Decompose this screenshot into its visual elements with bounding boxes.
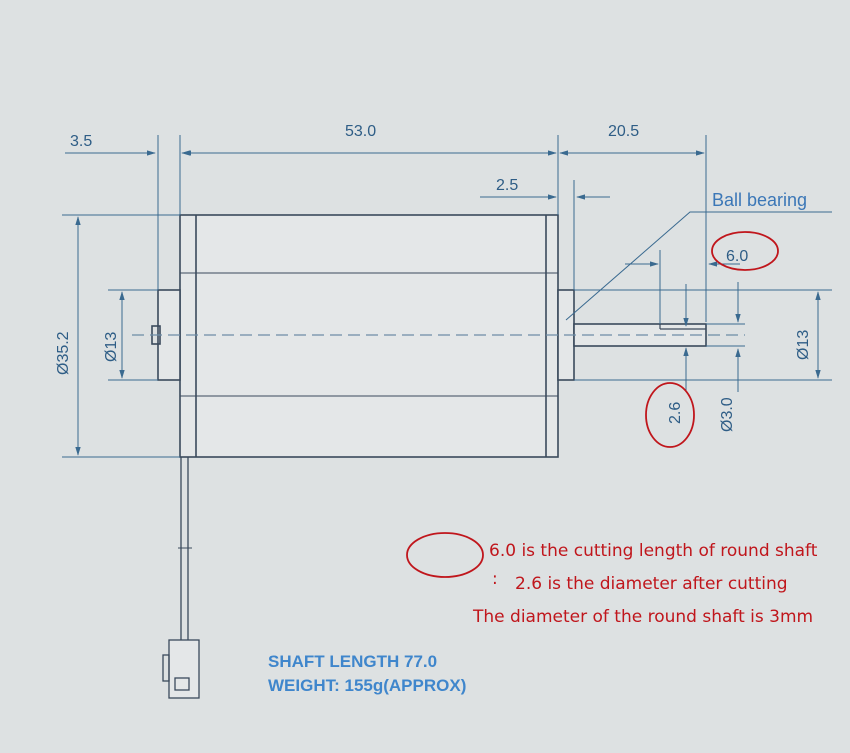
connector: [168, 639, 200, 699]
dim-cut-diameter: 2.6: [667, 402, 684, 424]
dim-front-length: 3.5: [70, 133, 92, 150]
note-line-2: 2.6 is the diameter after cutting: [515, 574, 788, 594]
extension-lines: [62, 135, 832, 458]
spec-weight: WEIGHT: 155g(APPROX): [268, 676, 466, 695]
dim-front-boss-diameter: Ø13: [103, 332, 120, 362]
dim-cut-length: 6.0: [726, 248, 748, 265]
motor-body: [179, 214, 559, 458]
dim-body-diameter: Ø35.2: [55, 331, 72, 375]
note-line-3: The diameter of the round shaft is 3mm: [472, 607, 813, 627]
note-line-1: 6.0 is the cutting length of round shaft: [489, 541, 818, 561]
lead-wires: [162, 457, 200, 699]
dim-shaft-diameter: Ø3.0: [719, 397, 736, 432]
dim-body-length: 53.0: [345, 123, 376, 140]
dim-bearing-length: 2.5: [496, 177, 518, 194]
dim-shaft-length: 20.5: [608, 123, 639, 140]
note-colon: :: [492, 569, 498, 589]
motor-outline: [151, 214, 707, 458]
highlight-cut-length: [711, 231, 779, 271]
legend-circle: [406, 532, 484, 578]
highlight-cut-diameter: [645, 382, 695, 448]
ball-bearing-leader: [565, 211, 832, 321]
dim-rear-boss-diameter: Ø13: [795, 330, 812, 360]
dimension-lines: [65, 150, 821, 456]
spec-shaft-length: SHAFT LENGTH 77.0: [268, 652, 437, 671]
ball-bearing-label: Ball bearing: [712, 190, 807, 210]
